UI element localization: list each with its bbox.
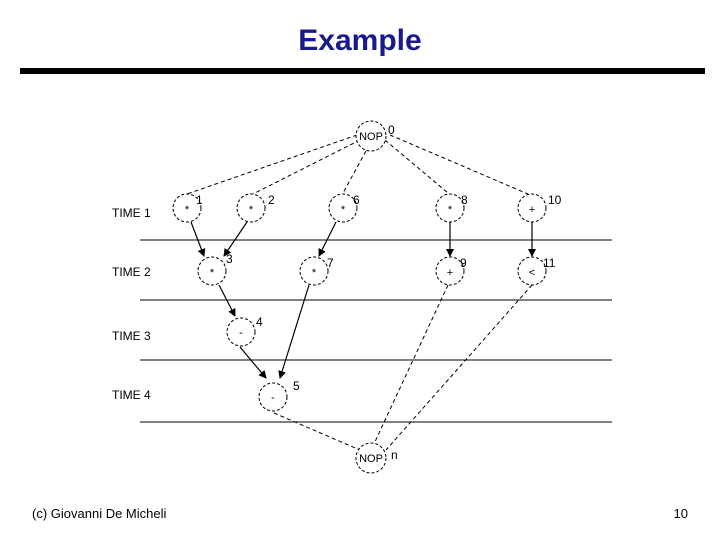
edge-source-v2 — [252, 139, 361, 195]
time-labels: TIME 1 TIME 2 TIME 3 TIME 4 — [112, 206, 151, 402]
node-label: 0 — [388, 123, 395, 137]
edge-v7-v5 — [278, 284, 310, 379]
page-number: 10 — [673, 506, 688, 521]
node-v8 — [435, 193, 465, 223]
node-v5 — [258, 382, 288, 412]
node-label: 7 — [327, 256, 334, 270]
edge-v1-v3 — [190, 221, 206, 257]
time-step-lines — [140, 239, 612, 423]
slide-title: Example — [298, 24, 422, 57]
node-op: - — [271, 392, 275, 404]
node-label: 11 — [543, 256, 556, 270]
node-op: * — [448, 204, 453, 216]
node-v1 — [172, 193, 202, 223]
node-op: + — [447, 267, 453, 279]
edge-v6-v7 — [318, 221, 337, 257]
node-label: n — [391, 448, 398, 462]
node-op: * — [210, 267, 215, 279]
node-label: 2 — [268, 193, 275, 207]
node-op: * — [185, 204, 190, 216]
node-label: 5 — [293, 379, 300, 393]
node-v6 — [328, 193, 358, 223]
title-rule — [20, 68, 705, 74]
node-v7 — [299, 256, 329, 286]
node-label: 3 — [226, 252, 233, 266]
edge-v2-v3 — [223, 221, 248, 257]
node-v9 — [435, 256, 465, 286]
edge-source-v6 — [342, 150, 367, 194]
dashed-edges — [186, 134, 533, 451]
node-label: 6 — [353, 193, 360, 207]
node-op: - — [239, 327, 243, 339]
node-circles — [172, 120, 547, 474]
edge-v11-sink — [385, 284, 533, 451]
node-op: < — [529, 267, 535, 279]
edge-v9-sink — [372, 284, 449, 447]
time-label-2: TIME 2 — [112, 265, 151, 279]
node-op: NOP — [359, 131, 383, 143]
node-v3 — [197, 256, 227, 286]
node-v11 — [517, 256, 547, 286]
node-op: + — [529, 204, 535, 216]
time-label-1: TIME 1 — [112, 206, 151, 220]
edge-v5-sink — [273, 412, 361, 451]
node-sink — [355, 442, 387, 474]
edge-source-v10 — [389, 134, 529, 195]
node-op: * — [312, 267, 317, 279]
footer-credit: (c) Giovanni De Micheli — [32, 506, 167, 521]
node-label: 10 — [548, 193, 562, 207]
node-op: * — [341, 204, 346, 216]
time-label-4: TIME 4 — [112, 388, 151, 402]
edge-v3-v4 — [218, 284, 236, 317]
node-op: NOP — [359, 453, 383, 465]
node-label: 1 — [196, 193, 203, 207]
solid-edges — [190, 221, 536, 379]
edge-source-v8 — [384, 139, 449, 194]
node-label: 4 — [256, 315, 263, 329]
edge-source-v1 — [186, 134, 358, 195]
node-label: 8 — [461, 193, 468, 207]
node-v2 — [236, 193, 266, 223]
node-ops: NOP * * * * + * * + < - - NOP — [185, 131, 535, 465]
node-v4 — [226, 317, 256, 347]
node-v10 — [517, 193, 547, 223]
node-label: 9 — [460, 256, 467, 270]
edge-v4-v5 — [239, 346, 267, 379]
node-source — [355, 120, 387, 152]
node-labels: 0 1 2 6 8 10 3 7 9 11 4 5 n — [196, 123, 562, 462]
time-label-3: TIME 3 — [112, 329, 151, 343]
node-op: * — [249, 204, 254, 216]
